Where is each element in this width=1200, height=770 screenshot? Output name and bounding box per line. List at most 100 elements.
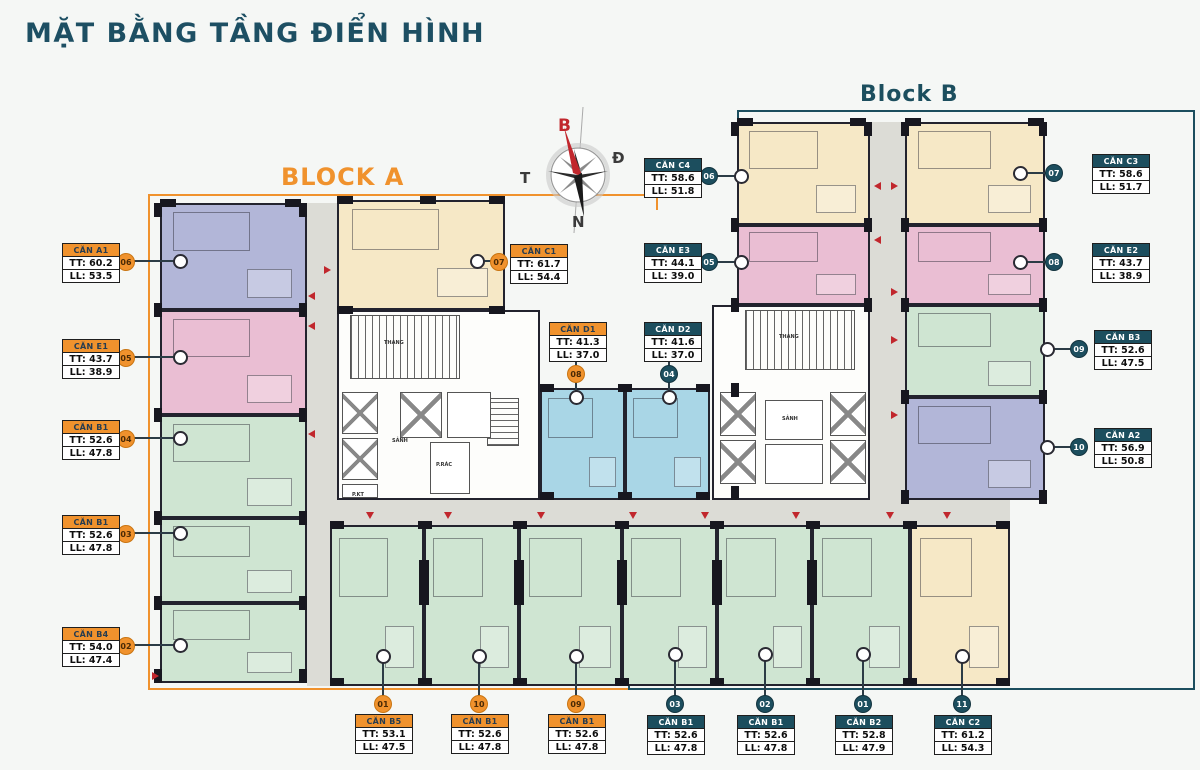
plan-unit-b1_b4 — [717, 525, 812, 686]
leader-line-e3 — [709, 261, 741, 263]
wall-pier — [299, 669, 307, 683]
leader-dot-c3 — [1013, 166, 1028, 181]
wall-pier — [330, 678, 344, 686]
wall-pier — [903, 521, 917, 529]
block-a-caption: BLOCK A — [281, 163, 405, 191]
direction-arrow — [629, 512, 637, 519]
direction-arrow — [874, 182, 881, 190]
compass-south-label: N — [572, 213, 585, 231]
unit-label-name-b1_l1: CĂN B1 — [63, 421, 119, 434]
leader-line-e1 — [126, 356, 180, 358]
unit-label-ll-b3: LL: 47.5 — [1095, 357, 1151, 369]
plan-unit-b1_b3 — [622, 525, 717, 686]
unit-label-ll-b5: LL: 47.5 — [356, 741, 412, 753]
unit-label-tt-c4: TT: 58.6 — [645, 172, 701, 185]
wall-pier — [850, 118, 866, 126]
plan-unit-a1 — [160, 203, 307, 310]
unit-label-name-b3: CĂN B3 — [1095, 331, 1151, 344]
wall-pier — [1039, 122, 1047, 136]
wall-pier — [731, 218, 739, 232]
unit-label-name-e1: CĂN E1 — [63, 340, 119, 353]
wall-pier — [299, 203, 307, 217]
block-a-bracket-bottom — [148, 688, 630, 690]
leader-line-a1 — [126, 260, 180, 262]
unit-label-tt-a1: TT: 60.2 — [63, 257, 119, 270]
unit-badge-b3: 09 — [1070, 340, 1088, 358]
direction-arrow — [792, 512, 800, 519]
unit-label-tt-b1_b2: TT: 52.6 — [549, 728, 605, 741]
leader-line-b4 — [126, 644, 180, 646]
leader-line-a2 — [1047, 446, 1079, 448]
unit-label-ll-d1: LL: 37.0 — [550, 349, 606, 361]
unit-label-ll-e2: LL: 38.9 — [1093, 270, 1149, 282]
leader-dot-b1_b2 — [569, 649, 584, 664]
page-title: MẶT BẰNG TẦNG ĐIỂN HÌNH — [25, 18, 486, 49]
unit-label-tt-b1_b1: TT: 52.6 — [452, 728, 508, 741]
unit-label-ll-e3: LL: 39.0 — [645, 270, 701, 282]
leader-dot-d2 — [662, 390, 677, 405]
elevator-shaft — [830, 392, 866, 436]
direction-arrow — [874, 236, 881, 244]
unit-label-tt-c1: TT: 61.7 — [511, 258, 567, 271]
wall-pier — [901, 218, 909, 232]
unit-label-ll-b1_b3: LL: 47.8 — [648, 742, 704, 754]
unit-label-ll-a1: LL: 53.5 — [63, 270, 119, 282]
wall-pier — [731, 383, 739, 397]
wall-pier — [905, 118, 921, 126]
plan-unit-b3 — [905, 305, 1045, 397]
wall-pier — [731, 298, 739, 312]
unit-label-ll-c4: LL: 51.8 — [645, 185, 701, 197]
wall-pier — [864, 298, 872, 312]
unit-label-tt-e2: TT: 43.7 — [1093, 257, 1149, 270]
wall-pier — [1028, 118, 1044, 126]
elevator-shaft — [720, 392, 756, 436]
unit-label-tt-b1_b3: TT: 52.6 — [648, 729, 704, 742]
unit-badge-c2: 11 — [953, 695, 971, 713]
leader-dot-a2 — [1040, 440, 1055, 455]
leader-line-c1 — [477, 260, 499, 262]
block-a-bracket-top-hook — [656, 194, 658, 210]
leader-line-b2 — [862, 654, 864, 704]
direction-arrow — [701, 512, 709, 519]
direction-arrow — [366, 512, 374, 519]
core-room-label: SẢNH — [392, 438, 408, 444]
unit-label-tt-b1_l1: TT: 52.6 — [63, 434, 119, 447]
unit-label-ll-d2: LL: 37.0 — [645, 349, 701, 361]
leader-line-e2 — [1020, 261, 1054, 263]
core-room-label: THANG — [779, 334, 799, 340]
wall-pier — [154, 511, 162, 525]
unit-label-ll-c3: LL: 51.7 — [1093, 181, 1149, 193]
unit-badge-d1: 08 — [567, 365, 585, 383]
unit-label-tt-d2: TT: 41.6 — [645, 336, 701, 349]
wall-pier — [285, 199, 301, 207]
leader-line-b1_b1 — [478, 656, 480, 704]
wall-pier — [513, 678, 527, 686]
leader-dot-c4 — [734, 169, 749, 184]
unit-badge-c4: 06 — [700, 167, 718, 185]
direction-arrow — [891, 411, 898, 419]
corridor — [307, 525, 330, 686]
wall-pier — [418, 678, 432, 686]
direction-arrow — [891, 288, 898, 296]
unit-badge-d2: 04 — [660, 365, 678, 383]
unit-label-ll-a2: LL: 50.8 — [1095, 455, 1151, 467]
unit-label-name-c1: CĂN C1 — [511, 245, 567, 258]
wall-pier — [337, 306, 353, 314]
unit-label-ll-b1_b2: LL: 47.8 — [549, 741, 605, 753]
unit-label-tt-e3: TT: 44.1 — [645, 257, 701, 270]
leader-dot-b1_l2 — [173, 526, 188, 541]
leader-dot-b1_l1 — [173, 431, 188, 446]
service-room — [765, 444, 823, 484]
unit-badge-c1: 07 — [490, 253, 508, 271]
wall-pier — [901, 390, 909, 404]
unit-label-tt-d1: TT: 41.3 — [550, 336, 606, 349]
unit-label-tt-b2: TT: 52.8 — [836, 729, 892, 742]
leader-dot-b2 — [856, 647, 871, 662]
